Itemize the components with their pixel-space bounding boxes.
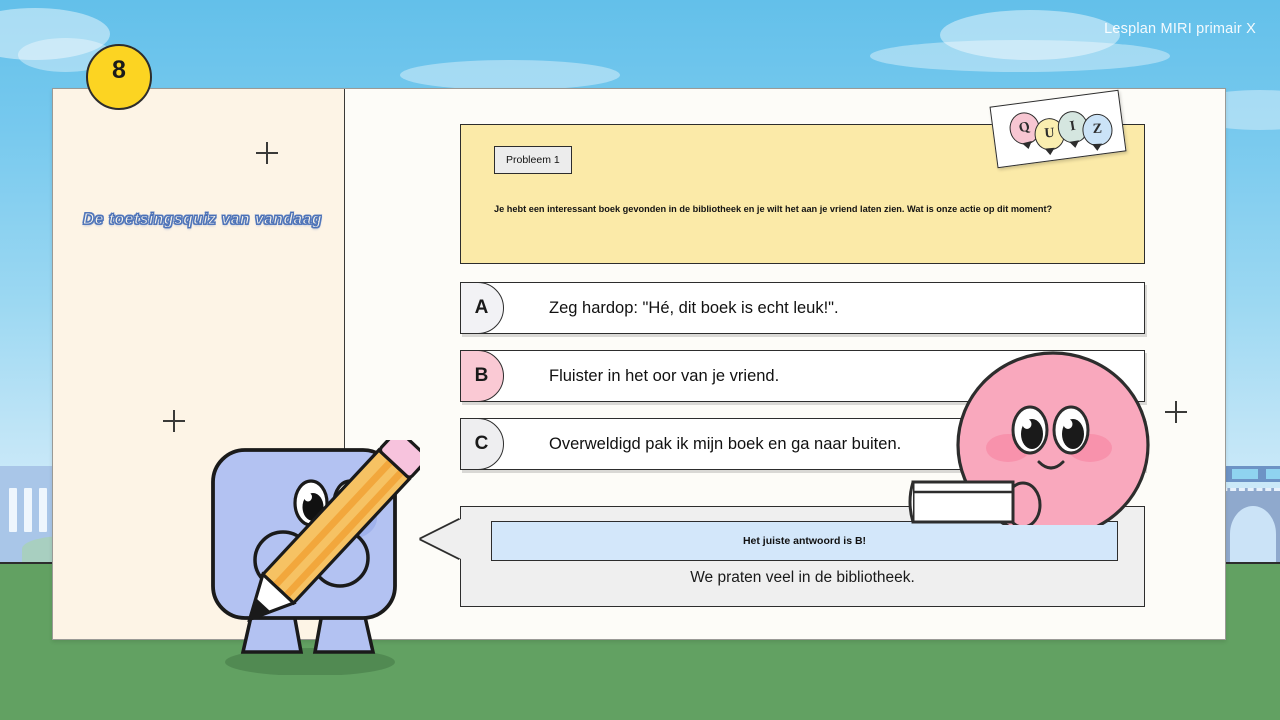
correct-answer-banner: Het juiste antwoord is B! — [491, 521, 1118, 561]
explanation-card: Het juiste antwoord is B! We praten veel… — [421, 506, 1145, 607]
rail-segment — [1266, 469, 1280, 479]
answer-text-b: Fluister in het oor van je vriend. — [549, 366, 780, 385]
explanation-text: We praten veel in de bibliotheek. — [690, 569, 915, 586]
question-text: Je hebt een interessant boek gevonden in… — [494, 204, 1053, 214]
pink-character — [905, 350, 1175, 539]
crosshair-marker-left — [163, 410, 185, 432]
answer-badge-b: B — [459, 349, 504, 402]
answer-text-a: Zeg hardop: "Hé, dit boek is echt leuk!"… — [549, 298, 839, 317]
bridge-arch — [1230, 506, 1276, 562]
cloud-center — [940, 10, 1120, 60]
answer-letter: C — [474, 432, 489, 454]
building-window — [39, 488, 47, 532]
quiz-letter: Q — [1017, 119, 1032, 137]
answer-letter: A — [474, 296, 489, 318]
quiz-bubble-z: Z — [1081, 113, 1114, 147]
cloud-mid — [400, 60, 620, 90]
rail-segment — [1232, 469, 1258, 479]
pencil-character-art — [211, 429, 429, 676]
building-window — [24, 488, 32, 532]
step-number-badge: 8 — [86, 44, 152, 110]
answer-text-c: Overweldigd pak ik mijn boek en ga naar … — [549, 434, 902, 453]
answer-badge-c: C — [459, 417, 504, 470]
building-window — [9, 488, 17, 532]
lesson-plan-label: Lesplan MIRI primair X — [1104, 21, 1256, 37]
answer-letter: B — [474, 364, 489, 386]
pink-character-art — [908, 351, 1150, 539]
problem-tag: Probleem 1 — [494, 146, 572, 174]
answer-option-a[interactable]: A Zeg hardop: "Hé, dit boek is echt leuk… — [459, 281, 1145, 334]
callout-tail — [421, 519, 461, 559]
crosshair-marker-right — [1165, 401, 1187, 423]
quiz-letter: Z — [1092, 121, 1103, 138]
pencil-character — [205, 429, 429, 676]
crosshair-marker-top — [256, 142, 278, 164]
lesson-title: De toetsingsquiz van vandaag — [83, 211, 323, 229]
quiz-letter: U — [1043, 125, 1056, 142]
answer-badge-a: A — [459, 281, 504, 334]
cloud-center-wide — [870, 40, 1170, 72]
quiz-letter: I — [1068, 118, 1077, 135]
